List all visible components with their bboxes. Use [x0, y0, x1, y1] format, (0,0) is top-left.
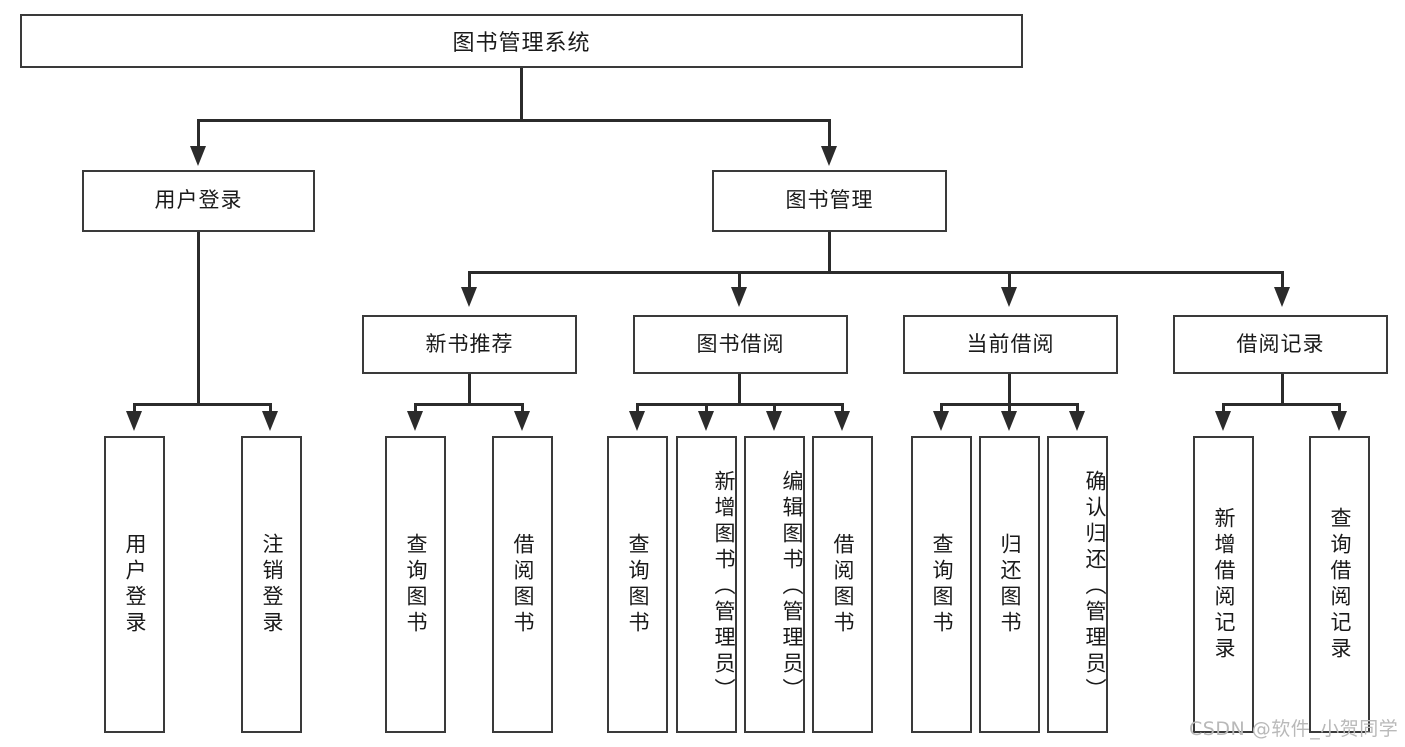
leaf-currentborrow-confirm[interactable]: 确认归还（管理员）	[1047, 436, 1108, 733]
edge-to-current-borrow	[1008, 271, 1011, 289]
arrow-userlogin-right	[262, 411, 278, 431]
edge-newbook-right	[521, 403, 524, 413]
node-label: 新增借阅记录	[1212, 506, 1237, 663]
arrow-borrowrecord-right	[1331, 411, 1347, 431]
leaf-bookborrow-query[interactable]: 查询图书	[607, 436, 668, 733]
arrow-borrowrecord-left	[1215, 411, 1231, 431]
leaf-borrowrecord-add[interactable]: 新增借阅记录	[1193, 436, 1254, 733]
node-label: 注销登录	[260, 532, 285, 637]
arrow-newbook-left	[407, 411, 423, 431]
edge-to-new-book	[468, 271, 471, 289]
edge-bookborrow-1	[636, 403, 639, 413]
leaf-user-login-login[interactable]: 用户登录	[104, 436, 165, 733]
leaf-user-login-logout[interactable]: 注销登录	[241, 436, 302, 733]
arrow-newbook-right	[514, 411, 530, 431]
arrow-to-book-borrow	[731, 287, 747, 307]
arrow-bookborrow-1	[629, 411, 645, 431]
node-label: 查询图书	[626, 532, 651, 637]
edge-borrowrecord-bar	[1222, 403, 1341, 406]
edge-bookborrow-stem	[738, 374, 741, 405]
node-book-management[interactable]: 图书管理	[712, 170, 947, 232]
node-label: 新增图书（管理员）	[712, 469, 736, 704]
node-label: 用户登录	[123, 532, 148, 637]
edge-bookborrow-bar	[636, 403, 844, 406]
edge-bookmanage-stem	[828, 232, 831, 274]
edge-currentborrow-3	[1076, 403, 1079, 413]
edge-userlogin-right	[269, 403, 272, 413]
leaf-currentborrow-query[interactable]: 查询图书	[911, 436, 972, 733]
node-label: 图书借阅	[696, 331, 785, 356]
arrow-bookborrow-4	[834, 411, 850, 431]
edge-root-bar	[197, 119, 831, 122]
edge-bookborrow-3	[773, 403, 776, 413]
csdn-watermark: CSDN @软件_小贺同学	[1189, 718, 1399, 740]
edge-userlogin-stem	[197, 232, 200, 405]
edge-currentborrow-1	[940, 403, 943, 413]
leaf-bookborrow-edit[interactable]: 编辑图书（管理员）	[744, 436, 805, 733]
node-book-borrow[interactable]: 图书借阅	[633, 315, 848, 374]
edge-userlogin-left	[133, 403, 136, 413]
arrow-to-user-login	[190, 146, 206, 166]
node-label: 查询图书	[404, 532, 429, 637]
edge-root-stem	[520, 68, 523, 121]
node-label: 图书管理系统	[452, 31, 591, 56]
arrow-currentborrow-3	[1069, 411, 1085, 431]
arrow-currentborrow-2	[1001, 411, 1017, 431]
edge-to-book-borrow	[738, 271, 741, 289]
node-label: 查询图书	[930, 532, 955, 637]
edge-borrowrecord-left	[1222, 403, 1225, 413]
edge-borrowrecord-stem	[1281, 374, 1284, 405]
edge-currentborrow-stem	[1008, 374, 1011, 405]
node-label: 图书管理	[785, 188, 874, 213]
arrow-to-borrow-record	[1274, 287, 1290, 307]
leaf-bookborrow-add[interactable]: 新增图书（管理员）	[676, 436, 737, 733]
edge-bookborrow-4	[841, 403, 844, 413]
edge-userlogin-bar	[133, 403, 272, 406]
arrow-bookborrow-3	[766, 411, 782, 431]
leaf-currentborrow-return[interactable]: 归还图书	[979, 436, 1040, 733]
edge-borrowrecord-right	[1338, 403, 1341, 413]
edge-newbook-bar	[414, 403, 524, 406]
arrow-currentborrow-1	[933, 411, 949, 431]
arrow-userlogin-left	[126, 411, 142, 431]
edge-to-book-manage	[828, 119, 831, 149]
node-label: 编辑图书（管理员）	[780, 469, 804, 704]
arrow-to-book-manage	[821, 146, 837, 166]
edge-bookborrow-2	[705, 403, 708, 413]
node-label: 当前借阅	[966, 331, 1055, 356]
arrow-bookborrow-2	[698, 411, 714, 431]
node-label: 用户登录	[154, 188, 243, 213]
leaf-newbook-query[interactable]: 查询图书	[385, 436, 446, 733]
edge-currentborrow-2	[1008, 403, 1011, 413]
node-label: 归还图书	[998, 532, 1023, 637]
node-label: 借阅记录	[1236, 331, 1325, 356]
node-label: 借阅图书	[511, 532, 536, 637]
edge-newbook-stem	[468, 374, 471, 405]
edge-to-borrow-record	[1281, 271, 1284, 289]
node-new-book-recommend[interactable]: 新书推荐	[362, 315, 577, 374]
node-label: 查询借阅记录	[1328, 506, 1353, 663]
arrow-to-current-borrow	[1001, 287, 1017, 307]
leaf-borrowrecord-query[interactable]: 查询借阅记录	[1309, 436, 1370, 733]
node-label: 借阅图书	[831, 532, 856, 637]
edge-bookmanage-bar	[468, 271, 1284, 274]
leaf-newbook-borrow[interactable]: 借阅图书	[492, 436, 553, 733]
node-label: 新书推荐	[425, 331, 514, 356]
node-root-system[interactable]: 图书管理系统	[20, 14, 1023, 68]
node-label: 确认归还（管理员）	[1083, 469, 1107, 704]
node-user-login[interactable]: 用户登录	[82, 170, 315, 232]
edge-newbook-left	[414, 403, 417, 413]
node-current-borrow[interactable]: 当前借阅	[903, 315, 1118, 374]
arrow-to-new-book	[461, 287, 477, 307]
leaf-bookborrow-borrow[interactable]: 借阅图书	[812, 436, 873, 733]
node-borrow-record[interactable]: 借阅记录	[1173, 315, 1388, 374]
edge-to-user-login	[197, 119, 200, 149]
